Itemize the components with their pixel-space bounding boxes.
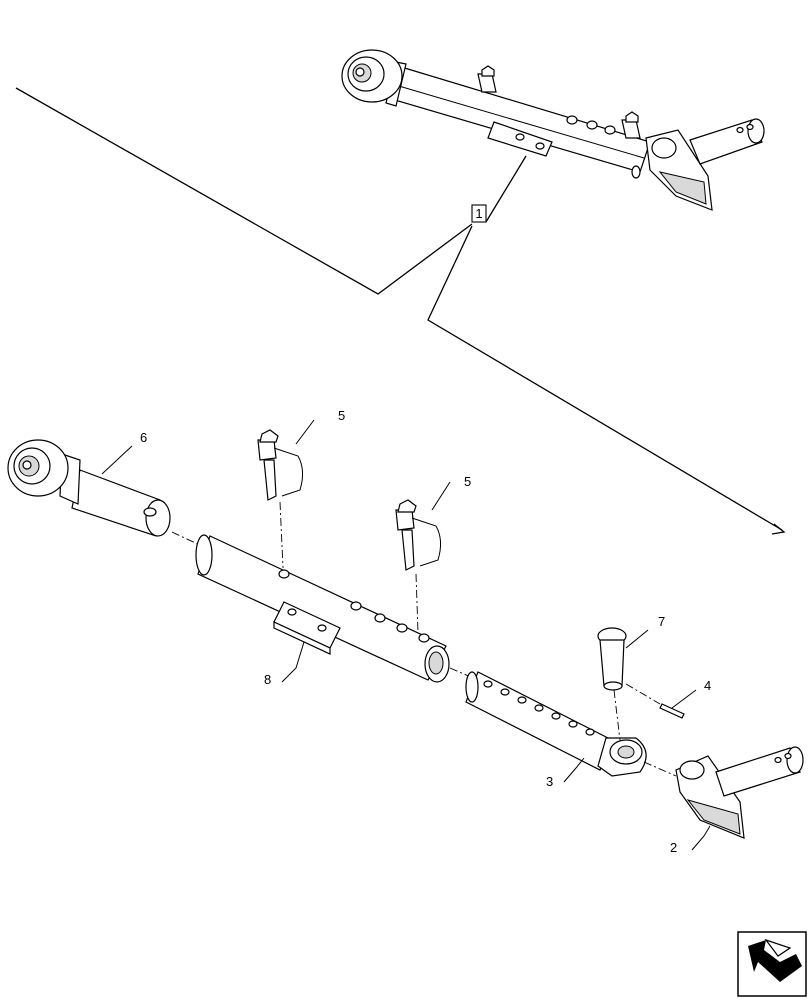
axis-line-8-to-3	[449, 667, 479, 681]
part-5-lynch-pin-b	[395, 499, 442, 571]
callout-7: 7	[658, 614, 665, 629]
callout-2: 2	[670, 840, 677, 855]
previous-page-arrow-icon[interactable]	[737, 931, 807, 997]
axis-line-6-to-8	[171, 531, 207, 549]
callout-3: 3	[546, 774, 553, 789]
axis-line-7	[613, 689, 621, 741]
part-2-clevis-bracket	[675, 746, 804, 839]
callout-6: 6	[140, 430, 147, 445]
callout-8: 8	[264, 672, 271, 687]
part-8-main-tube	[195, 534, 450, 683]
axis-line-5b	[415, 573, 419, 633]
leader-lines	[101, 419, 711, 851]
callout-5-a: 5	[338, 408, 345, 423]
part-5-lynch-pin-a	[257, 429, 304, 501]
assembled-top-link	[341, 49, 765, 211]
callout-1-label: 1	[475, 206, 482, 221]
part-7-clevis-pin	[597, 627, 627, 691]
reference-lines	[15, 87, 786, 535]
callout-1-box: 1	[471, 204, 487, 223]
axis-line-4	[625, 683, 661, 705]
axis-line-3-to-2	[643, 761, 677, 777]
callout-5-b: 5	[464, 474, 471, 489]
part-6-ball-joint-end	[7, 439, 171, 537]
part-4-retaining-pin	[659, 703, 685, 719]
callout-4: 4	[704, 678, 711, 693]
part-3-adjusting-tube	[465, 671, 647, 777]
axis-line-5a	[279, 501, 284, 569]
